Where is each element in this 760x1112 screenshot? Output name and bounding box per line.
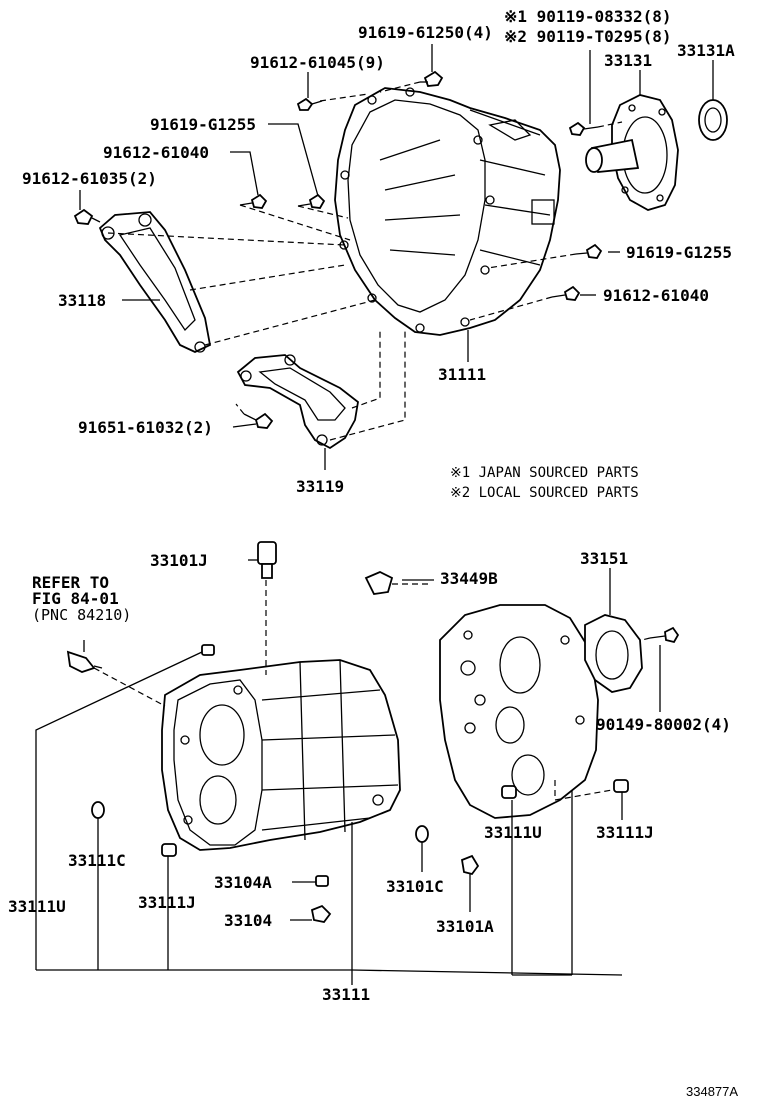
label-91651-61032: 91651-61032(2)	[78, 418, 213, 437]
bolt-91612-61040-upper[interactable]	[239, 193, 268, 209]
sensor-33101J[interactable]	[257, 541, 277, 579]
rear-cover-33151[interactable]	[584, 614, 643, 693]
dowel-33111J-left[interactable]	[161, 843, 177, 857]
label-33104: 33104	[224, 911, 272, 930]
bolt-90149-80002[interactable]	[649, 626, 680, 644]
label-33101C: 33101C	[386, 877, 444, 896]
label-91619-61250: 91619-61250(4)	[358, 23, 493, 42]
label-91612-61035: 91612-61035(2)	[22, 169, 157, 188]
clip-33449B[interactable]	[364, 571, 394, 595]
dowel-33111J-right[interactable]	[613, 779, 629, 793]
upper-leader-lines	[79, 44, 714, 470]
intermediate-plate[interactable]	[439, 604, 599, 819]
label-33111J-right: 33111J	[596, 823, 654, 842]
bolt-91619-G1255-right[interactable]	[575, 243, 603, 259]
bolt-91651-61032[interactable]	[243, 412, 274, 429]
bolt-91612-61040-right[interactable]	[551, 285, 581, 301]
diagram-id: 334877A	[686, 1084, 738, 1099]
plug-33101A[interactable]	[460, 854, 480, 876]
label-33449B: 33449B	[440, 569, 498, 588]
bearing-retainer-33131[interactable]	[585, 94, 679, 211]
label-33151: 33151	[580, 549, 628, 568]
dowel-33111U-right[interactable]	[501, 785, 517, 799]
label-33111C: 33111C	[68, 851, 126, 870]
label-33131A: 33131A	[677, 41, 735, 60]
label-33101A: 33101A	[436, 917, 494, 936]
note-japan-sourced: ※1 JAPAN SOURCED PARTS	[450, 465, 639, 481]
bolt-91619-G1255-upper[interactable]	[297, 193, 326, 209]
label-33101J: 33101J	[150, 551, 208, 570]
refer-line1: REFER TO	[32, 573, 109, 592]
label-90149-80002: 90149-80002(4)	[596, 715, 731, 734]
label-33118: 33118	[58, 291, 106, 310]
refer-line3: (PNC 84210)	[32, 606, 131, 624]
label-33104A: 33104A	[214, 873, 272, 892]
label-33111J-left: 33111J	[138, 893, 196, 912]
dowel-small-top[interactable]	[201, 644, 215, 656]
label-90119-08332: ※1 90119-08332(8)	[504, 7, 672, 26]
backup-light-switch[interactable]	[66, 650, 103, 673]
upper-assembly-lines	[107, 81, 623, 441]
label-91619-G1255-a: 91619-G1255	[150, 115, 256, 134]
label-33131: 33131	[604, 51, 652, 70]
bolt-91612-61035[interactable]	[73, 208, 101, 225]
bracket-33119[interactable]	[236, 354, 359, 450]
plug-33104A[interactable]	[315, 875, 329, 887]
bolt-91619-61250[interactable]	[420, 70, 444, 87]
label-90119-T0295: ※2 90119-T0295(8)	[504, 27, 672, 46]
label-91612-61040-a: 91612-61040	[103, 143, 209, 162]
note-local-sourced: ※2 LOCAL SOURCED PARTS	[450, 485, 639, 501]
bracket-33118[interactable]	[98, 211, 212, 353]
oil-seal-33131A[interactable]	[698, 99, 728, 141]
label-33111: 33111	[322, 985, 370, 1004]
label-33111U-right: 33111U	[484, 823, 542, 842]
label-33119: 33119	[296, 477, 344, 496]
refer-line2: FIG 84-01	[32, 589, 119, 608]
lower-leader-lines	[35, 559, 661, 985]
bolt-91612-61045[interactable]	[296, 97, 323, 111]
plug-33104[interactable]	[310, 904, 332, 923]
bolt-90119[interactable]	[568, 121, 599, 136]
label-91612-61040-b: 91612-61040	[603, 286, 709, 305]
label-33111U-left: 33111U	[8, 897, 66, 916]
lower-assembly-lines	[93, 580, 651, 801]
label-91612-61045: 91612-61045(9)	[250, 53, 385, 72]
plug-33101C[interactable]	[415, 825, 429, 843]
pin-33111C[interactable]	[91, 801, 105, 819]
label-31111: 31111	[438, 365, 486, 384]
clutch-housing-31111[interactable]	[334, 87, 561, 336]
transmission-case-33111[interactable]	[161, 659, 401, 851]
label-91619-G1255-b: 91619-G1255	[626, 243, 732, 262]
